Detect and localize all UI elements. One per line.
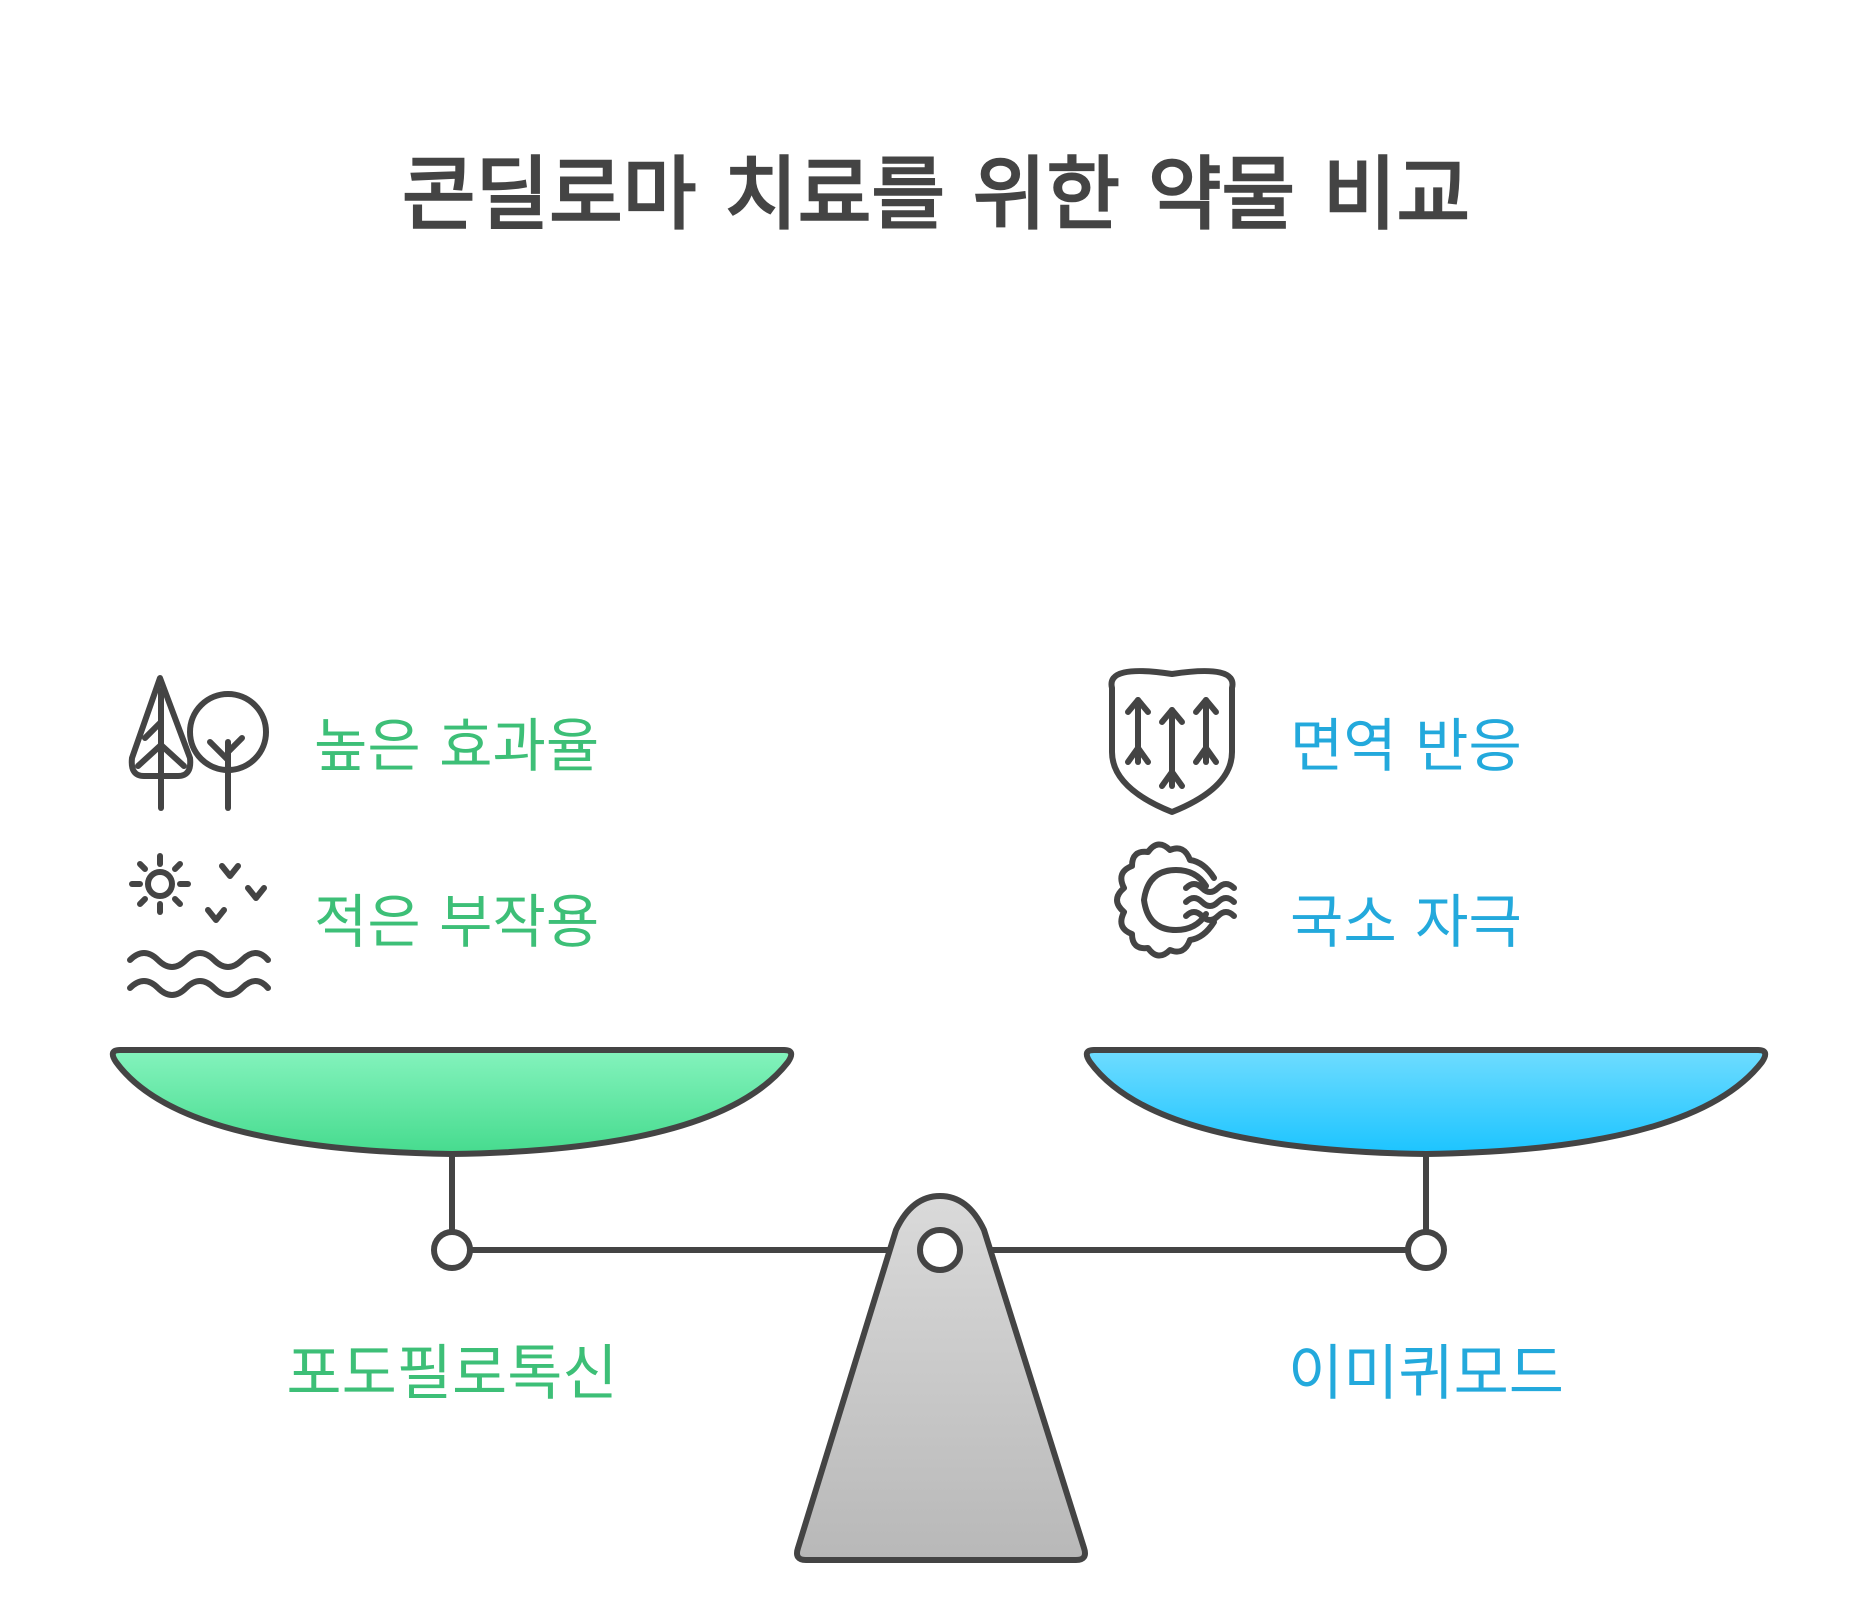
page-title: 콘딜로마 치료를 위한 약물 비교 [402,148,1470,241]
left-feature-label-1: 높은 효과율 [314,712,599,780]
right-drug-name: 이미퀴모드 [1288,1339,1564,1409]
gear-wind-icon [1114,841,1237,959]
left-pan [109,1047,795,1157]
trees-icon [128,675,269,811]
right-feature-label-2: 국소 자극 [1290,888,1522,956]
left-pivot [431,1229,473,1271]
right-feature-label-1: 면역 반응 [1290,712,1522,780]
right-pan [1083,1047,1769,1157]
right-pivot [1405,1229,1447,1271]
left-feature-label-2: 적은 부작용 [314,888,599,956]
center-pivot [917,1227,963,1273]
balance-stand [794,1193,1088,1563]
shield-arrows-icon [1108,668,1236,815]
left-drug-name: 포도필로톡신 [286,1339,617,1409]
sun-birds-waves-icon [127,853,271,998]
